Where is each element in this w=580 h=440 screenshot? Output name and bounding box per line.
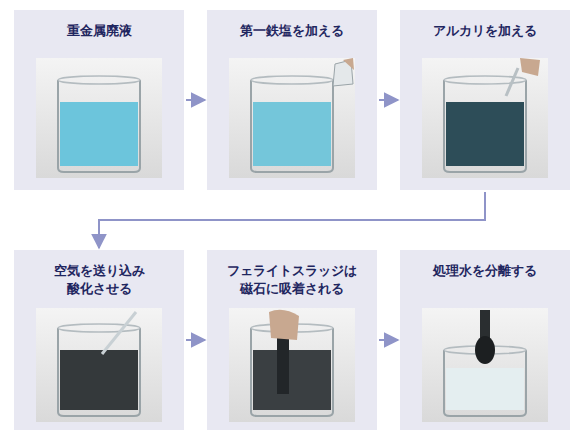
beaker-photo xyxy=(229,58,355,178)
step-panel: 重金属廃液 xyxy=(14,10,184,190)
beaker-photo xyxy=(422,58,548,178)
flow-arrow xyxy=(379,339,398,341)
step-heading: 空気を送り込み 酸化させる xyxy=(21,250,177,298)
flow-arrow xyxy=(186,99,205,101)
step-heading: 処理水を分離する xyxy=(407,250,563,280)
step-heading: アルカリを加える xyxy=(407,10,563,40)
step-panel: 処理水を分離する xyxy=(400,250,570,430)
flow-arrow xyxy=(99,192,485,248)
step-panel: フェライトスラッジは 磁石に吸着される xyxy=(207,250,377,430)
step-panel: アルカリを加える xyxy=(400,10,570,190)
beaker-photo xyxy=(229,308,355,422)
beaker-photo xyxy=(36,308,162,422)
step-panel: 空気を送り込み 酸化させる xyxy=(14,250,184,430)
beaker-photo xyxy=(422,308,548,422)
step-heading: 第一鉄塩を加える xyxy=(214,10,370,40)
step-heading: 重金属廃液 xyxy=(21,10,177,40)
beaker-photo xyxy=(36,58,162,178)
step-heading: フェライトスラッジは 磁石に吸着される xyxy=(214,250,370,298)
flow-arrow xyxy=(379,99,398,101)
flow-arrow xyxy=(186,339,205,341)
step-panel: 第一鉄塩を加える xyxy=(207,10,377,190)
